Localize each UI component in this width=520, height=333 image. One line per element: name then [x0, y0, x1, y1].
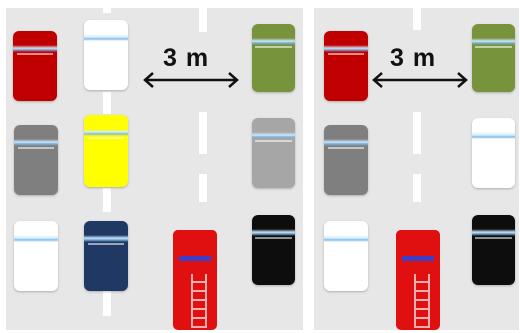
car-icon	[13, 31, 57, 101]
car-icon	[472, 215, 515, 285]
lane-marking	[103, 188, 111, 212]
car-icon	[84, 115, 128, 187]
spacing-label: 3 m	[390, 44, 436, 73]
car-icon	[472, 24, 515, 92]
car-icon	[14, 221, 58, 291]
lane-marking	[103, 8, 111, 13]
car-icon	[324, 221, 368, 291]
car-icon	[252, 24, 295, 92]
lane-marking	[413, 174, 421, 202]
left-road-panel: 3 m	[6, 8, 303, 330]
fire-truck-icon	[396, 230, 440, 330]
car-icon	[324, 125, 368, 195]
lane-marking	[103, 92, 111, 114]
car-icon	[84, 221, 128, 291]
lane-marking	[413, 8, 421, 30]
lane-marking	[199, 174, 207, 202]
car-icon	[84, 20, 128, 90]
car-icon	[14, 125, 58, 195]
car-icon	[472, 118, 515, 188]
spacing-label: 3 m	[163, 44, 209, 73]
right-road-panel: 3 m	[314, 8, 519, 330]
fire-truck-icon	[173, 230, 217, 330]
lane-marking	[199, 112, 207, 154]
lane-marking	[413, 112, 421, 154]
car-icon	[252, 118, 295, 188]
lane-marking	[103, 290, 111, 316]
car-icon	[324, 31, 368, 101]
car-icon	[252, 215, 295, 285]
lane-marking	[199, 8, 207, 32]
